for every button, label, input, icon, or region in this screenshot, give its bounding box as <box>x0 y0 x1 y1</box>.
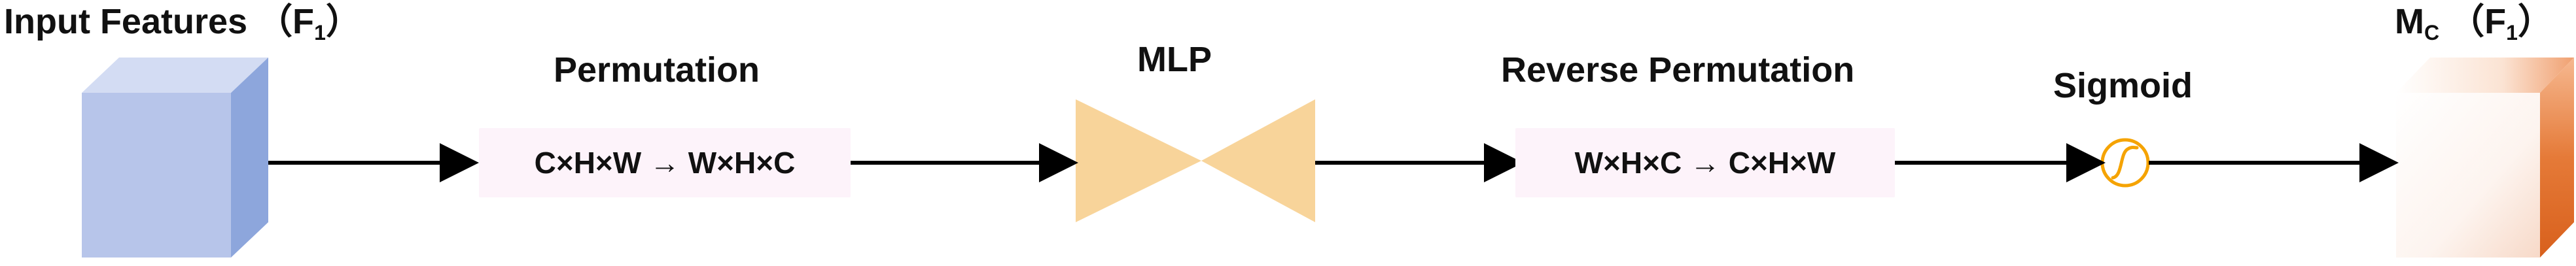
output-cube <box>2396 58 2574 258</box>
sigmoid-title: Sigmoid <box>2053 66 2193 105</box>
sigmoid-circle <box>2100 138 2150 188</box>
output-cube-top <box>2396 58 2574 93</box>
input-features-cube <box>82 58 268 258</box>
output-cube-front <box>2396 93 2540 258</box>
output-label-subscript: 1 <box>2506 21 2518 44</box>
sigmoid-curve-icon <box>2111 146 2139 180</box>
permutation-title: Permutation <box>554 50 760 90</box>
output-label: MC （F1） <box>2395 2 2553 43</box>
reverse-permutation-content: W×H×C → C×H×W <box>1574 146 1836 180</box>
input-cube-top <box>82 58 268 93</box>
permutation-box <box>479 128 851 197</box>
input-label-main: Input Features <box>4 2 248 41</box>
output-label-main: M <box>2395 2 2424 41</box>
sigmoid-node <box>2100 138 2150 188</box>
permutation-content: C×H×W → W×H×C <box>534 146 796 180</box>
input-label-paren-open: （F <box>257 2 315 41</box>
input-label-subscript: 1 <box>314 21 326 44</box>
input-cube-side <box>231 58 268 258</box>
mlp-right-triangle <box>1201 99 1315 222</box>
reverse-permutation-box <box>1515 128 1895 197</box>
output-cube-side <box>2540 58 2574 258</box>
input-features-label: Input Features （F1） <box>4 2 361 43</box>
output-label-paren-open: （F <box>2449 2 2507 41</box>
mlp-title: MLP <box>1137 40 1212 79</box>
output-label-main-subscript: C <box>2424 21 2440 44</box>
mlp-bowtie <box>1076 99 1315 222</box>
input-label-paren-close: ） <box>325 2 361 41</box>
reverse-permutation-title: Reverse Permutation <box>1501 50 1855 90</box>
output-label-paren-close: ） <box>2517 2 2553 41</box>
mlp-left-triangle <box>1076 99 1201 222</box>
input-cube-front <box>82 93 231 258</box>
